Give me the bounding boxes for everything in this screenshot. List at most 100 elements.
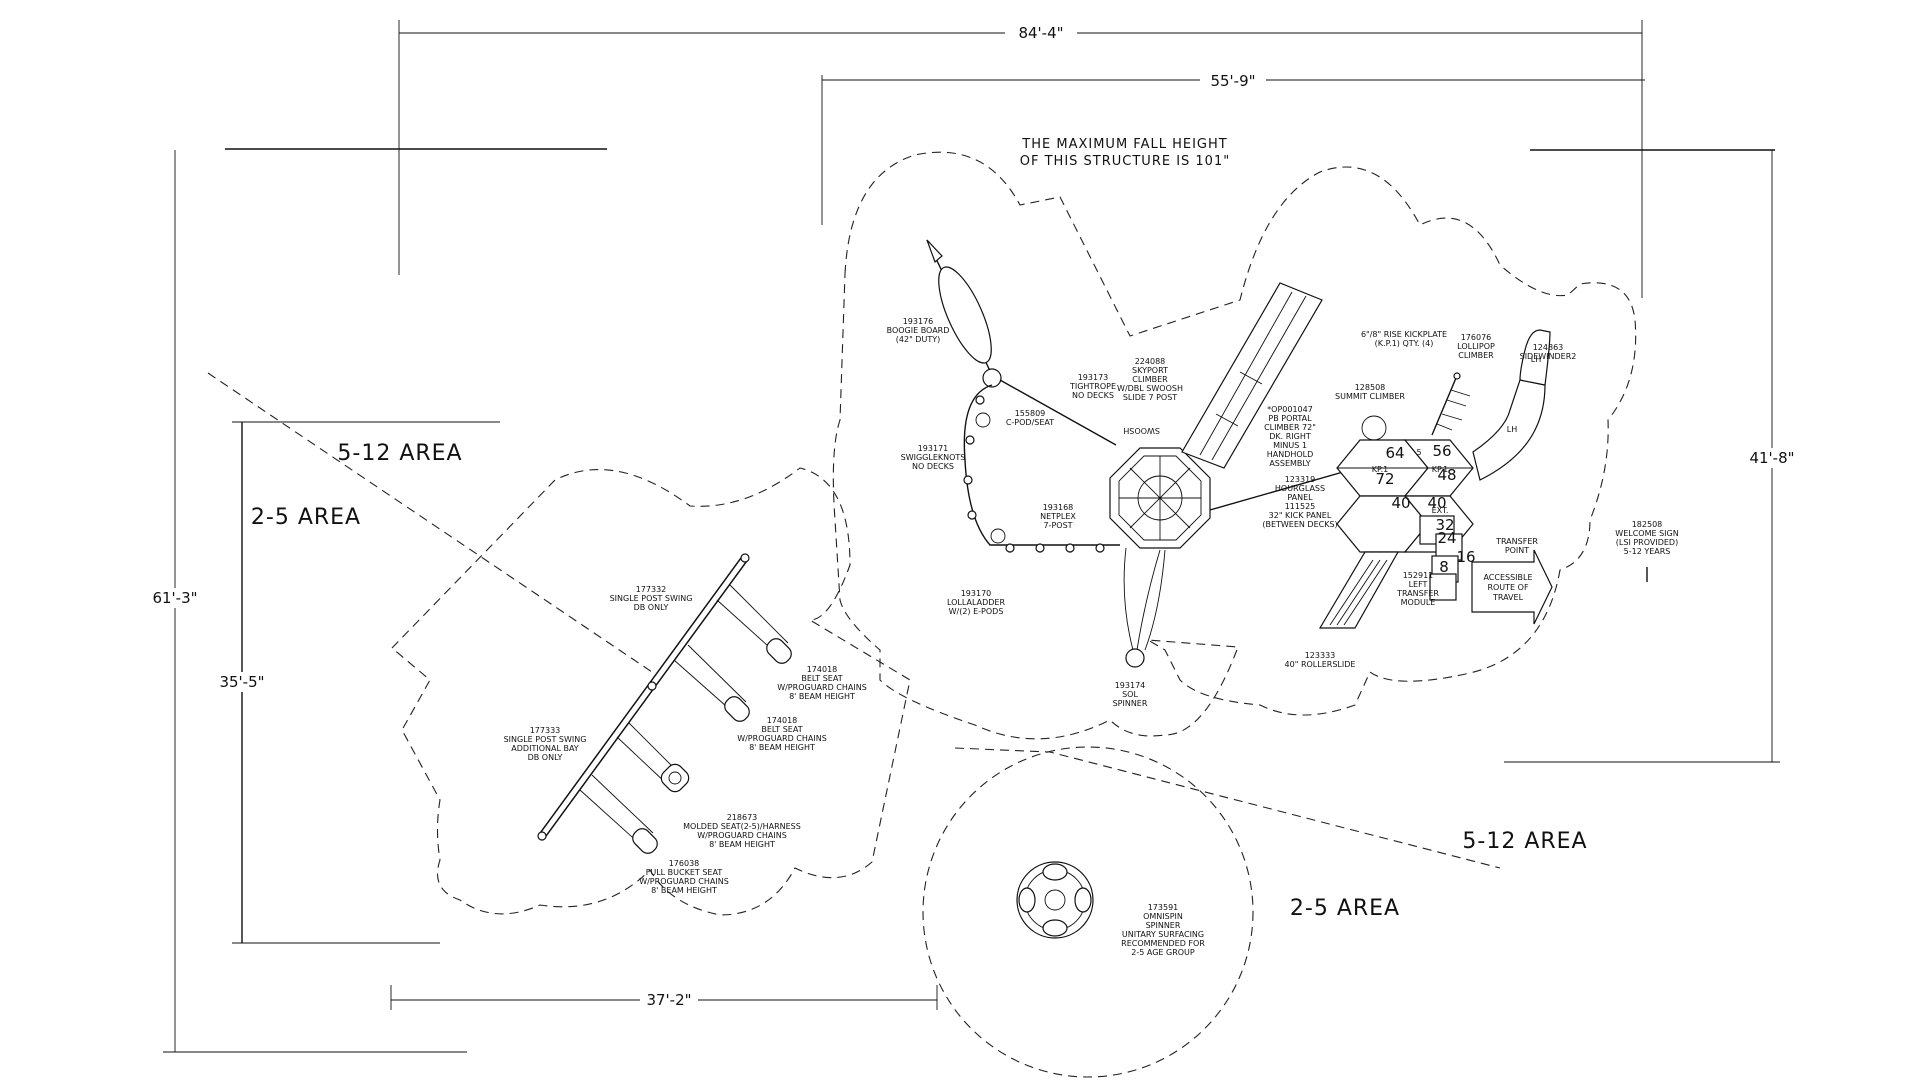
deck-height-40b: 40 (1427, 494, 1446, 512)
label-summit-1: 128508 (1355, 383, 1386, 392)
label-portal-5: MINUS 1 (1273, 441, 1307, 450)
deck-height-48: 48 (1437, 466, 1456, 484)
deck-height-40a: 40 (1391, 494, 1410, 512)
deck-small-kp1-a: KP.1 (1372, 465, 1388, 474)
area-label-2-5-left: 2-5 AREA (251, 505, 361, 530)
label-kickplate-1: 6"/8" RISE KICKPLATE (1361, 330, 1447, 339)
label-spinner-1: 193174 (1115, 681, 1146, 690)
area-label-2-5-right: 2-5 AREA (1290, 896, 1400, 921)
fall-height-note: THE MAXIMUM FALL HEIGHT OF THIS STRUCTUR… (1020, 137, 1230, 169)
label-rollerslide-1: 123333 (1305, 651, 1336, 660)
label-portal-6: HANDHOLD (1267, 450, 1314, 459)
label-netplex-1: 193168 (1043, 503, 1074, 512)
label-molded-seat-1: 218673 (727, 813, 758, 822)
label-skyport-3: CLIMBER (1132, 375, 1168, 384)
dimension-lines (163, 20, 1780, 1053)
label-tightrope-3: NO DECKS (1072, 391, 1114, 400)
label-spinner-3: SPINNER (1113, 699, 1148, 708)
label-portal-4: DK. RIGHT (1269, 432, 1311, 441)
full-bucket-seat-swing (616, 722, 690, 793)
label-skyport-4: W/DBL SWOOSH (1117, 384, 1183, 393)
label-omnispin-4: UNITARY SURFACING (1122, 930, 1204, 939)
deck-small-kp1-b: KP.1 (1432, 465, 1448, 474)
deck-small-ext: EXT. (1432, 506, 1449, 515)
label-transfer-point-2: POINT (1505, 546, 1529, 555)
belt-seat-swing (716, 584, 792, 664)
label-rollerslide-2: 40" ROLLERSLIDE (1285, 660, 1356, 669)
omnispin-spinner (1016, 861, 1094, 939)
label-skyport-5: SLIDE 7 POST (1123, 393, 1177, 402)
dim-structure-width: 55'-9" (1210, 72, 1255, 90)
accessible-line-3: TRAVEL (1492, 593, 1524, 602)
accessible-route-arrow: ACCESSIBLE ROUTE OF TRAVEL (1471, 549, 1553, 625)
dim-swing-height: 35'-5" (219, 673, 264, 691)
fall-height-line-2: OF THIS STRUCTURE IS 101" (1020, 154, 1230, 169)
label-belt-seat-a-3: W/PROGUARD CHAINS (777, 683, 867, 692)
deck-small-5: 5 (1416, 448, 1421, 457)
label-skyport-1: 224088 (1135, 357, 1166, 366)
label-belt-seat-a-2: BELT SEAT (801, 674, 842, 683)
label-hourglass-3: PANEL (1287, 493, 1313, 502)
label-belt-seat-a-1: 174018 (807, 665, 838, 674)
label-transfer-point-1: TRANSFER (1495, 537, 1538, 546)
label-hourglass-4: 111525 (1285, 502, 1316, 511)
deck-height-8: 8 (1439, 558, 1449, 576)
label-boogie-board-1: 193176 (903, 317, 934, 326)
label-welcome-3: (LSI PROVIDED) (1616, 538, 1678, 547)
dim-overall-height: 61'-3" (152, 589, 197, 607)
label-boogie-board-3: (42" DUTY) (896, 335, 940, 344)
label-single-post-add-3: ADDITIONAL BAY (511, 744, 578, 753)
label-lollaladder-2: LOLLALADDER (947, 598, 1006, 607)
label-transfer-module-4: MODULE (1401, 598, 1436, 607)
deck-height-64: 64 (1385, 444, 1404, 462)
label-boogie-board-2: BOOGIE BOARD (887, 326, 950, 335)
accessible-line-2: ROUTE OF (1487, 583, 1528, 592)
label-lollipop-3: CLIMBER (1458, 351, 1494, 360)
label-portal-7: ASSEMBLY (1269, 459, 1310, 468)
deck-height-16: 16 (1456, 548, 1475, 566)
label-omnispin-5: RECOMMENDED FOR (1121, 939, 1205, 948)
label-belt-seat-b-3: W/PROGUARD CHAINS (737, 734, 827, 743)
label-full-bucket-4: 8' BEAM HEIGHT (651, 886, 717, 895)
component-labels: 193176 BOOGIE BOARD (42" DUTY) 193173 TI… (504, 317, 1679, 957)
roller-slide (1318, 551, 1400, 629)
label-welcome-2: WELCOME SIGN (1615, 529, 1678, 538)
label-lollaladder-1: 193170 (961, 589, 992, 598)
accessible-line-1: ACCESSIBLE (1483, 573, 1532, 582)
sol-spinner (1123, 547, 1166, 668)
label-molded-seat-2: MOLDED SEAT(2-5)/HARNESS (683, 822, 801, 831)
label-molded-seat-4: 8' BEAM HEIGHT (709, 840, 775, 849)
label-portal-3: CLIMBER 72" (1264, 423, 1316, 432)
sidewinder-slide: LH LH (1472, 329, 1551, 481)
lh-label-2: LH (1531, 355, 1541, 364)
fall-height-line-1: THE MAXIMUM FALL HEIGHT (1021, 137, 1227, 152)
label-full-bucket-1: 176038 (669, 859, 700, 868)
molded-seat-swing (579, 774, 658, 854)
label-skyport-2: SKYPORT (1132, 366, 1168, 375)
label-hourglass-1: 123319 (1285, 475, 1316, 484)
label-omnispin-3: SPINNER (1146, 921, 1181, 930)
label-belt-seat-b-1: 174018 (767, 716, 798, 725)
label-transfer-module-3: TRANSFER (1396, 589, 1439, 598)
label-lollipop-1: 176076 (1461, 333, 1492, 342)
label-spinner-2: SOL (1122, 690, 1138, 699)
label-lollaladder-3: W/(2) E-PODS (949, 607, 1004, 616)
label-sidewinder-2: SIDEWINDER2 (1520, 352, 1577, 361)
label-hourglass-6: (BETWEEN DECKS) (1262, 520, 1337, 529)
deck-height-32: 32 (1435, 516, 1454, 534)
label-single-post-2: SINGLE POST SWING (610, 594, 693, 603)
structure-use-zone (832, 151, 1637, 740)
dim-structure-height: 41'-8" (1749, 449, 1794, 467)
label-swiggleknots-1: 193171 (918, 444, 949, 453)
label-swiggleknots-2: SWIGGLEKNOTS (901, 453, 966, 462)
label-portal-1: *OP001047 (1267, 405, 1313, 414)
label-full-bucket-2: FULL BUCKET SEAT (646, 868, 723, 877)
label-netplex-2: NETPLEX (1040, 512, 1076, 521)
boogie-board (926, 239, 1002, 388)
swing-use-zone (391, 467, 911, 916)
skyport-slide: SWOOSH (1123, 282, 1323, 469)
label-molded-seat-3: W/PROGUARD CHAINS (697, 831, 787, 840)
label-portal-2: PB PORTAL (1268, 414, 1312, 423)
label-belt-seat-a-4: 8' BEAM HEIGHT (789, 692, 855, 701)
